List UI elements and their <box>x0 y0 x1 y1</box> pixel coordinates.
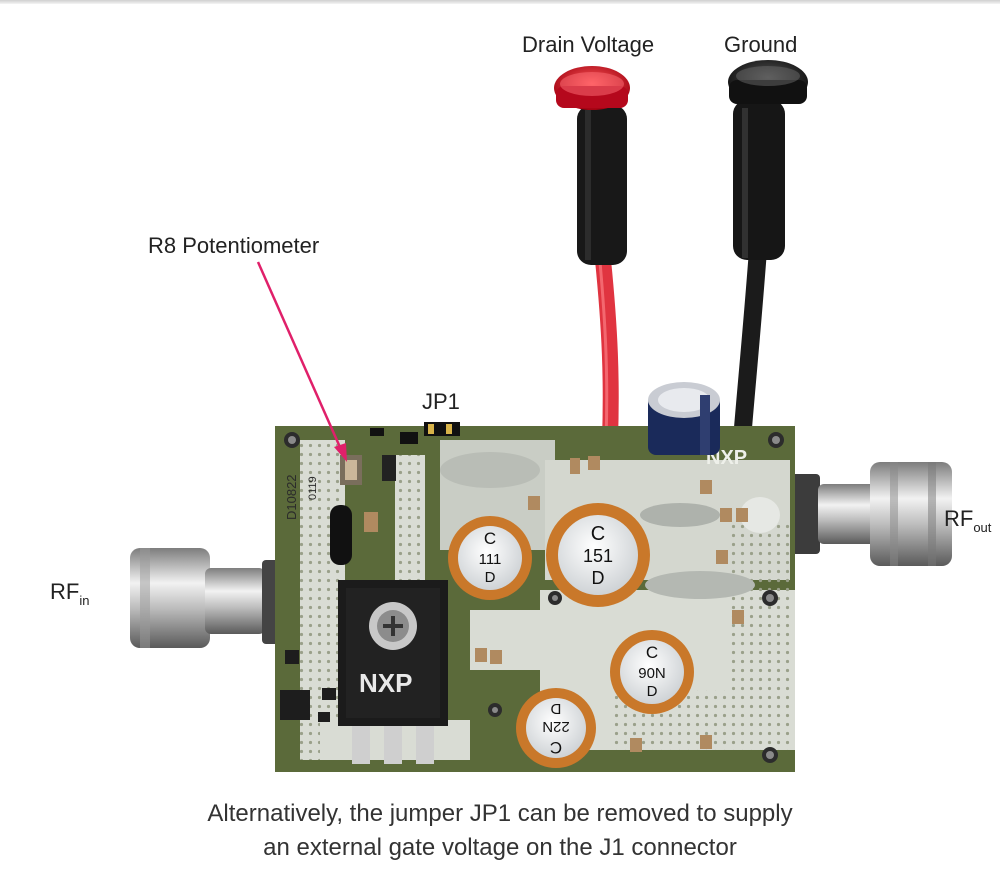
transistor-nxp-logo: NXP <box>359 668 412 698</box>
svg-text:D: D <box>550 700 561 717</box>
rf-in-sub-text: in <box>79 593 90 608</box>
caption-line-2: an external gate voltage on the J1 conne… <box>263 834 737 861</box>
board-rev-text: 0119 <box>307 476 319 500</box>
inductor-90n: C 90N D <box>610 630 694 714</box>
svg-text:151: 151 <box>583 546 613 566</box>
caption-line-1: Alternatively, the jumper JP1 can be rem… <box>207 800 793 827</box>
svg-text:C: C <box>550 738 562 757</box>
rf-out-main-text: RF <box>944 506 974 531</box>
rf-out-sub-text: out <box>973 520 992 535</box>
nxp-transistor: NXP <box>338 580 448 764</box>
r8-arrow <box>256 261 347 462</box>
r8-potentiometer-label: R8 Potentiometer <box>148 233 320 258</box>
ground-label: Ground <box>724 32 798 57</box>
top-divider <box>0 0 1000 4</box>
caption: Alternatively, the jumper JP1 can be rem… <box>0 797 1000 865</box>
inductor-111: C 111 D <box>448 516 532 600</box>
drain-voltage-label: Drain Voltage <box>522 32 655 57</box>
svg-text:C: C <box>484 529 496 548</box>
svg-text:22N: 22N <box>542 718 570 735</box>
electrolytic-capacitor <box>648 382 720 455</box>
rf-in-label: RFin <box>50 579 89 608</box>
inductor-151: C 151 D <box>546 503 650 607</box>
rf-in-connector <box>130 548 292 648</box>
svg-text:D: D <box>485 569 496 586</box>
svg-text:C: C <box>591 523 605 545</box>
rf-out-connector <box>790 462 952 566</box>
jp1-label: JP1 <box>422 389 460 414</box>
svg-text:D: D <box>647 683 658 700</box>
board-id-text: D10822 <box>284 474 299 520</box>
jp1-jumper <box>424 422 460 436</box>
drain-wire <box>554 66 630 448</box>
svg-text:D: D <box>592 568 605 588</box>
rf-in-main-text: RF <box>50 579 80 604</box>
svg-text:111: 111 <box>479 551 502 568</box>
svg-text:C: C <box>646 643 658 662</box>
inductor-22n: C 22N D <box>516 688 596 768</box>
ground-wire <box>728 60 808 449</box>
amplifier-board-photo: D10822 0119 NXP NXP C <box>130 60 952 772</box>
rf-out-label: RFout <box>944 506 991 535</box>
svg-text:90N: 90N <box>638 665 666 682</box>
